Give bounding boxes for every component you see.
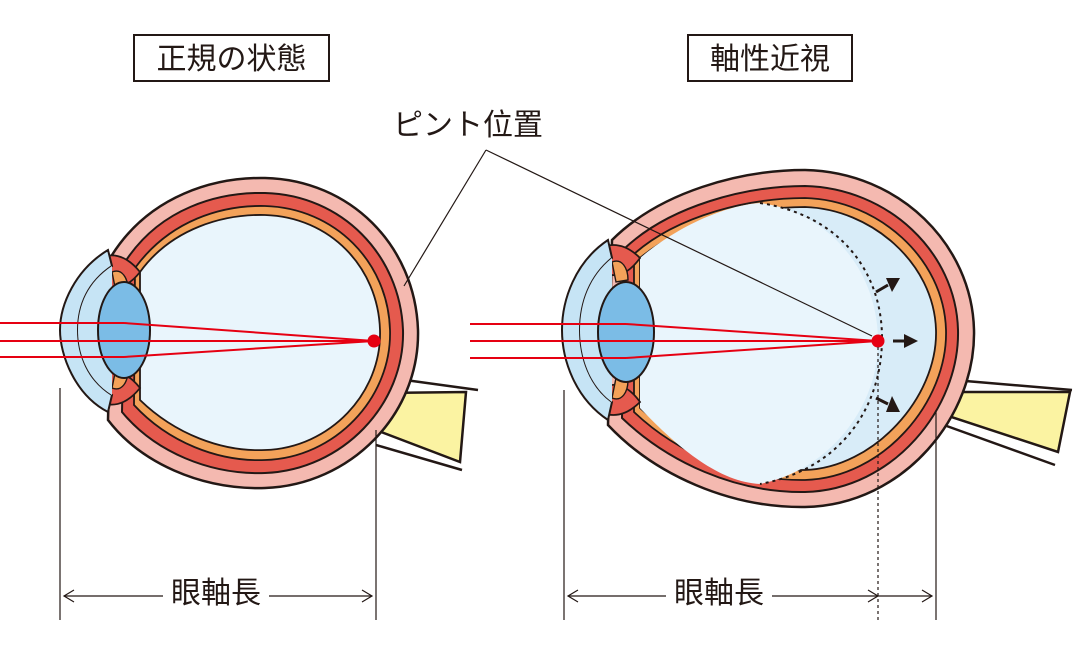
focus-point-right <box>871 334 885 348</box>
focus-position-label: ピント位置 <box>393 108 543 144</box>
elongation-arrows <box>875 278 918 412</box>
lens-left <box>97 281 151 379</box>
axial-length-label-right: 眼軸長 <box>666 576 772 612</box>
light-rays-right <box>470 323 879 359</box>
normal-state-title: 正規の状態 <box>133 34 330 82</box>
axial-length-label-left: 眼軸長 <box>163 576 269 612</box>
myopia-eye <box>470 168 1073 509</box>
light-rays-left <box>0 322 375 358</box>
lens-right <box>597 281 655 383</box>
focus-point-left <box>367 334 381 348</box>
axial-myopia-title: 軸性近視 <box>687 34 853 82</box>
focus-leader-lines <box>403 149 873 337</box>
original-retina-dotted <box>759 202 884 485</box>
normal-eye <box>0 176 479 490</box>
